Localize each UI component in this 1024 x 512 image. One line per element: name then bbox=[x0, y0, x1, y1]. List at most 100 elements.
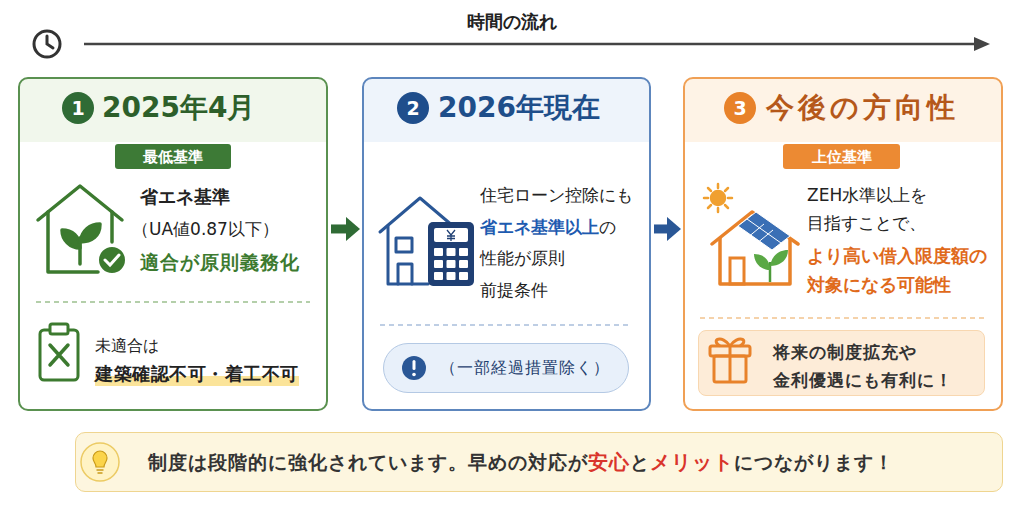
gift-icon bbox=[710, 346, 750, 356]
timeline-arrow bbox=[84, 43, 976, 46]
flow-arrow bbox=[654, 224, 667, 233]
stage-card: 2（一部経過措置除く）2026年現在住宅ローン控除にも省エネ基準以上の性能が原則… bbox=[362, 77, 651, 411]
check-badge bbox=[98, 246, 126, 274]
calculator-icon bbox=[447, 248, 456, 256]
solar-house-icon bbox=[747, 219, 781, 244]
solar-house-icon bbox=[712, 212, 798, 244]
calculator-icon bbox=[459, 260, 468, 268]
solar-house-icon bbox=[770, 250, 788, 266]
step-number: 2 bbox=[397, 92, 429, 124]
clipboard-x-icon bbox=[40, 324, 78, 380]
calculator-icon bbox=[434, 260, 443, 268]
lightbulb-icon bbox=[93, 451, 107, 467]
gift-icon bbox=[714, 356, 746, 382]
calculator-icon bbox=[434, 272, 443, 280]
summary-text: と bbox=[630, 447, 650, 477]
body-text: 性能が原則 前提条件 bbox=[480, 242, 580, 306]
gift-icon bbox=[710, 339, 750, 382]
solar-house-icon bbox=[769, 262, 772, 282]
calculator-icon bbox=[434, 228, 468, 242]
summary-emphasis: 安心 bbox=[588, 447, 630, 477]
step-number: 1 bbox=[62, 92, 94, 124]
clipboard-x-icon bbox=[50, 345, 68, 365]
lightbulb-icon bbox=[81, 443, 119, 481]
level-tag: 上位基準 bbox=[783, 144, 900, 169]
calculator-icon bbox=[447, 230, 455, 241]
step-digit: 3 bbox=[733, 97, 746, 119]
divider-line bbox=[36, 301, 310, 303]
solar-house-icon bbox=[730, 258, 744, 284]
notice-icon bbox=[413, 360, 416, 370]
eco-house-icon bbox=[62, 230, 80, 248]
calculator-icon bbox=[447, 260, 456, 268]
eco-house-icon bbox=[78, 238, 82, 264]
step-number: 3 bbox=[724, 92, 756, 124]
body-text: 住宅ローン控除にも bbox=[480, 183, 633, 207]
timeline-arrow bbox=[84, 37, 990, 51]
gift-icon bbox=[716, 339, 744, 346]
solar-house-icon bbox=[754, 254, 770, 270]
benefit-box: 将来の制度拡充や 金利優遇にも有利に！ bbox=[698, 330, 985, 396]
house-outline-icon bbox=[388, 226, 428, 284]
eco-house-icon bbox=[80, 224, 100, 242]
stage-heading: 今後の方向性 bbox=[766, 91, 959, 125]
body-text: 省エネ基準 bbox=[140, 185, 230, 209]
level-tag: 最低基準 bbox=[115, 144, 231, 169]
lightbulb-icon bbox=[97, 470, 104, 473]
emphasis-text: より高い借入限度額の 対象になる可能性 bbox=[807, 241, 997, 299]
calculator-icon bbox=[459, 272, 468, 280]
clipboard-x-icon bbox=[40, 330, 78, 380]
sun-icon bbox=[704, 184, 732, 212]
step-digit: 2 bbox=[406, 97, 419, 119]
timeline-arrow bbox=[974, 37, 990, 51]
eco-house-icon bbox=[38, 186, 122, 272]
notice-icon bbox=[402, 356, 426, 380]
clock-icon bbox=[34, 31, 60, 57]
stage-card: 1 最低基準 2025年4月省エネ基準 （UA値0.87以下） 適合が原則義務化未適合は… bbox=[18, 77, 328, 411]
calculator-icon bbox=[447, 272, 456, 280]
solar-house-icon bbox=[720, 238, 790, 284]
eco-house-icon bbox=[110, 212, 114, 242]
house-outline-icon bbox=[398, 264, 412, 284]
body-text: 未適合は bbox=[95, 334, 159, 358]
calculator-icon bbox=[459, 248, 468, 256]
solar-house-icon bbox=[738, 212, 790, 250]
stage-card: 3 上位基準将来の制度拡充や 金利優遇にも有利に！ 今後の方向性 ZEH水準以上を 目… bbox=[683, 77, 1003, 411]
summary-text: 制度は段階的に強化されています。早めの対応が bbox=[148, 447, 588, 477]
calculator-icon bbox=[428, 222, 474, 286]
house-outline-icon bbox=[396, 238, 412, 252]
body-text: （UA値0.87以下） bbox=[132, 217, 279, 241]
stage-heading: 2026年現在 bbox=[438, 91, 600, 125]
clock-icon bbox=[34, 31, 60, 57]
check-badge bbox=[105, 255, 119, 265]
tag-text: 最低基準 bbox=[143, 147, 203, 167]
summary-text: につながります！ bbox=[734, 447, 894, 477]
calculator-icon bbox=[434, 248, 443, 256]
calculator-icon bbox=[428, 222, 474, 286]
clipboard-x-icon bbox=[50, 324, 68, 334]
stage-heading: 2025年4月 bbox=[102, 91, 255, 125]
body-text: の bbox=[599, 215, 616, 239]
gift-icon bbox=[729, 346, 732, 382]
sun-icon bbox=[711, 191, 725, 205]
body-text: ZEH水準以上を 目指すことで、 bbox=[807, 181, 962, 237]
step-digit: 1 bbox=[71, 97, 84, 119]
lightbulb-icon bbox=[81, 443, 119, 481]
notice-icon bbox=[412, 373, 416, 377]
eco-house-icon bbox=[48, 212, 98, 272]
summary-emphasis: メリット bbox=[650, 447, 734, 477]
solar-house-icon bbox=[712, 212, 798, 284]
emphasis-text: 適合が原則義務化 bbox=[140, 250, 300, 274]
notice-icon bbox=[402, 356, 426, 380]
summary-band: 制度は段階的に強化されています。早めの対応が安心とメリットにつながります！ bbox=[75, 432, 1003, 492]
sun-icon bbox=[704, 184, 732, 212]
benefit-text: 将来の制度拡充や 金利優遇にも有利に！ bbox=[773, 338, 968, 394]
divider-line bbox=[380, 324, 632, 326]
note-box: （一部経過措置除く） bbox=[383, 343, 629, 393]
clock-icon bbox=[47, 36, 53, 48]
timeline-label: 時間の流れ bbox=[0, 9, 1024, 35]
check-badge bbox=[98, 246, 126, 274]
eco-house-icon bbox=[38, 186, 122, 220]
house-outline-icon bbox=[380, 198, 460, 232]
